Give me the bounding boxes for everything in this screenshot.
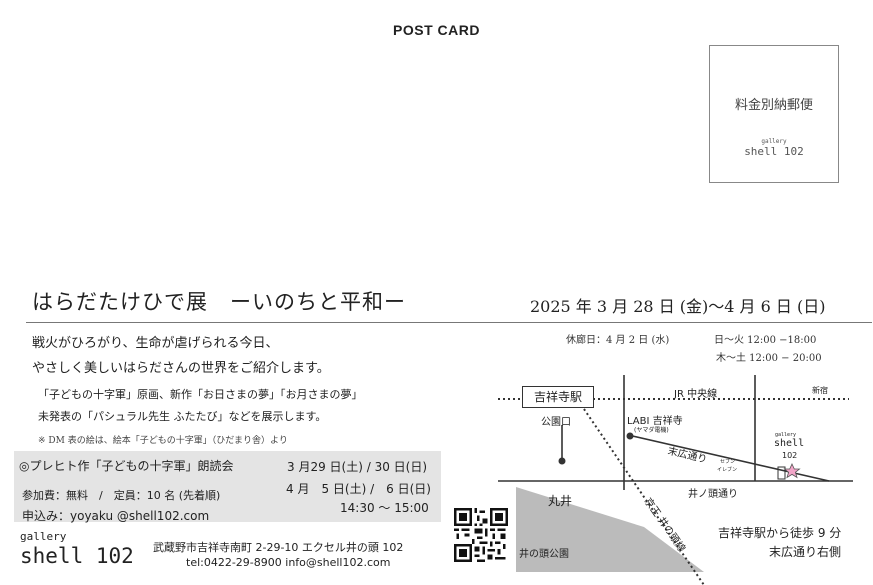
intro-line-2: やさしく美しいはらださんの世界をご紹介します。 [32,361,330,376]
event-time: 14:30 〜 15:00 [340,501,429,515]
gallery-address: 武蔵野市吉祥寺南町 2-29-10 エクセル井の頭 102 [153,541,404,554]
marui-label: 丸井 [548,494,573,508]
keio-line [583,408,705,585]
postcard-header: POST CARD [393,22,480,38]
walk-direction: 末広通り右側 [769,545,842,559]
map-gallery-shell: shell [774,438,805,449]
stamp-gallery-label: gallery [761,138,787,145]
works-line-1: 「子どもの十字軍」原画、新作「お日さまの夢」「お月さまの夢」 [38,388,363,401]
yamada-label: (ヤマダ電機) [634,427,669,434]
park-label: 井の頭公園 [519,549,569,560]
footer-gallery-label: gallery [20,530,67,543]
station-name: 吉祥寺駅 [522,386,594,408]
map-gallery-number: 102 [782,451,798,460]
gallery-contact: tel:0422-29-8900 info@shell102.com [186,556,391,569]
event-dates-march: 3 月29 日(土) / 30 日(日) [287,460,428,474]
works-line-2: 未発表の「パシュラル先生 ふたたび」などを展示します。 [38,410,327,423]
labi-marker [626,432,634,440]
title-divider [26,322,872,323]
marui-marker [558,457,566,465]
exhibition-dates: 2025 年 3 月 28 日 (金)〜4 月 6 日 (日) [530,297,826,316]
event-reservation: 申込み：yoyaku @shell102.com [22,509,210,523]
seven-eleven-marker [777,466,786,480]
postage-paid-box: 料金別納郵便 gallery shell 102 [709,45,839,183]
stamp-gallery-logo: shell 102 [744,145,804,158]
intro-line-1: 戦火がひろがり、生命が虐げられる今日、 [32,336,279,351]
labi-label: LABI 吉祥寺 [627,416,683,427]
event-title: ◎プレヒト作「子どもの十字軍」朗読会 [19,459,234,473]
closed-day: 休廊日：4 月 2 日 (水) [566,335,670,346]
inokashira-street-label: 井ノ頭通り [688,489,738,500]
gallery-star-icon [783,463,801,479]
map-lines [498,375,853,585]
jr-line-label: JR 中央線 [674,389,718,400]
koen-exit-label: 公園口 [541,417,571,428]
shinjuku-label: 新宿 [812,386,828,395]
reading-event-box: ◎プレヒト作「子どもの十字軍」朗読会 3 月29 日(土) / 30 日(日) … [14,451,441,523]
postage-paid-text: 料金別納郵便 [734,98,813,113]
access-map: 吉祥寺駅 JR 中央線 新宿 公園口 LABI 吉祥寺 (ヤマダ電機) 末広通り… [494,372,873,585]
opening-hours-1: 日〜火 12:00 −18:00 [714,335,817,346]
map-gallery-small: gallery [775,432,797,438]
exhibition-title: はらだたけひで展 ーいのちと平和ー [32,290,406,314]
seven-eleven-label-2: イレブン [717,467,738,473]
seven-eleven-label-1: セブン [720,459,736,465]
park-area [516,487,704,572]
event-dates-april: 4 月 5 日(土) / 6 日(日) [286,482,431,496]
event-fee-capacity: 参加費：無料 / 定員：10 名 (先着順) [22,489,221,502]
footer-gallery-logo: shell 102 [20,544,134,568]
walk-time: 吉祥寺駅から徒歩 9 分 [718,526,842,540]
opening-hours-2: 木〜土 12:00 − 20:00 [716,353,822,364]
qr-code-icon[interactable] [454,508,508,562]
cover-art-note: ※ DM 表の絵は、絵本「子どもの十字軍」（ひだまり舎）より [38,436,288,446]
